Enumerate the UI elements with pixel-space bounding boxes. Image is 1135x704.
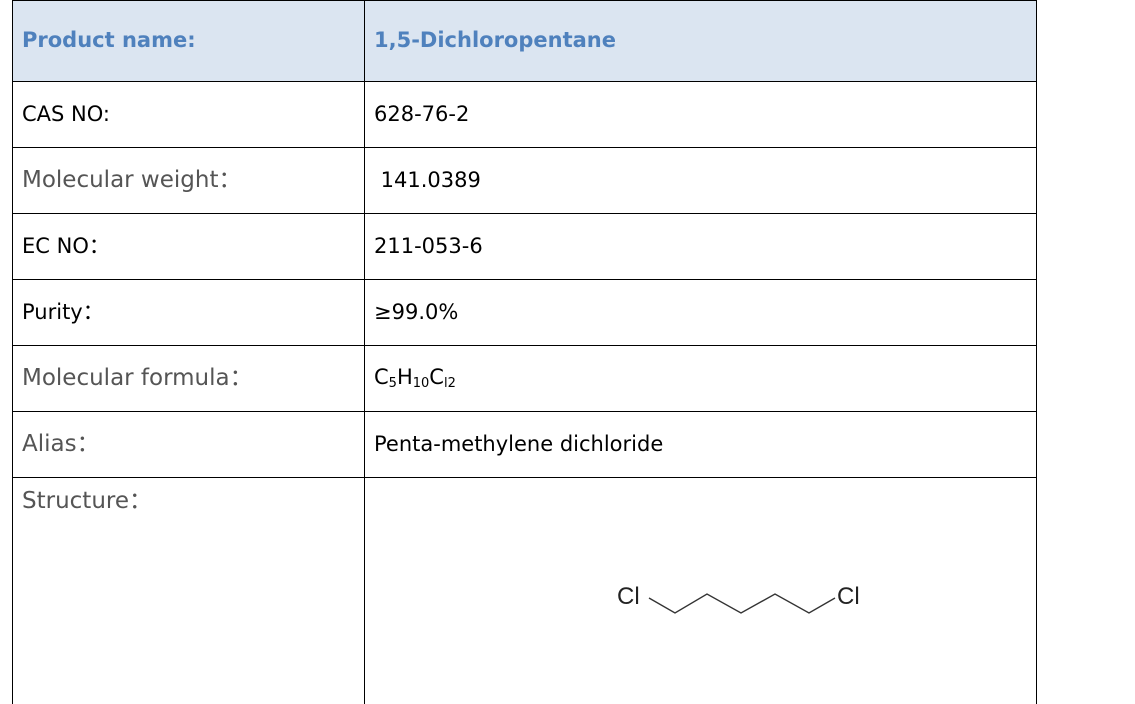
table-header-row: Product name: 1,5-Dichloropentane	[13, 1, 1037, 82]
molecular-weight-label: Molecular weight：	[13, 148, 365, 214]
table-row: Structure： Cl Cl	[13, 478, 1037, 704]
cas-no-label: CAS NO:	[13, 82, 365, 148]
molecular-weight-value: 141.0389	[365, 148, 1037, 214]
formula-hydrogen: H	[397, 365, 413, 389]
alias-value: Penta-methylene dichloride	[365, 412, 1037, 478]
formula-carbon: C	[374, 365, 389, 389]
formula-chlorine-subscript: l2	[444, 376, 456, 391]
product-spec-sheet: Product name: 1,5-Dichloropentane CAS NO…	[0, 0, 1135, 650]
structure-atom-left: Cl	[617, 583, 640, 610]
alias-label: Alias：	[13, 412, 365, 478]
table-row: Molecular formula： C5H10Cl2	[13, 346, 1037, 412]
structure-label: Structure：	[13, 478, 365, 704]
structure-carbon-chain	[649, 594, 835, 613]
table-row: Molecular weight： 141.0389	[13, 148, 1037, 214]
table-row: EC NO： 211-053-6	[13, 214, 1037, 280]
cas-no-value: 628-76-2	[365, 82, 1037, 148]
ec-no-label: EC NO：	[13, 214, 365, 280]
product-name-value: 1,5-Dichloropentane	[365, 1, 1037, 82]
purity-label: Purity：	[13, 280, 365, 346]
purity-value: ≥99.0%	[365, 280, 1037, 346]
table-row: Purity： ≥99.0%	[13, 280, 1037, 346]
formula-carbon-count: 5	[389, 376, 397, 391]
product-spec-table: Product name: 1,5-Dichloropentane CAS NO…	[12, 0, 1037, 704]
table-row: Alias： Penta-methylene dichloride	[13, 412, 1037, 478]
molecular-formula-label: Molecular formula：	[13, 346, 365, 412]
structure-cell: Cl Cl	[365, 478, 1037, 704]
structure-atom-right: Cl	[837, 583, 860, 610]
product-name-label: Product name:	[13, 1, 365, 82]
molecular-formula-value: C5H10Cl2	[365, 346, 1037, 412]
formula-chlorine: C	[429, 365, 444, 389]
table-row: CAS NO: 628-76-2	[13, 82, 1037, 148]
formula-hydrogen-count: 10	[413, 376, 430, 391]
structure-diagram: Cl Cl	[617, 568, 877, 628]
ec-no-value: 211-053-6	[365, 214, 1037, 280]
